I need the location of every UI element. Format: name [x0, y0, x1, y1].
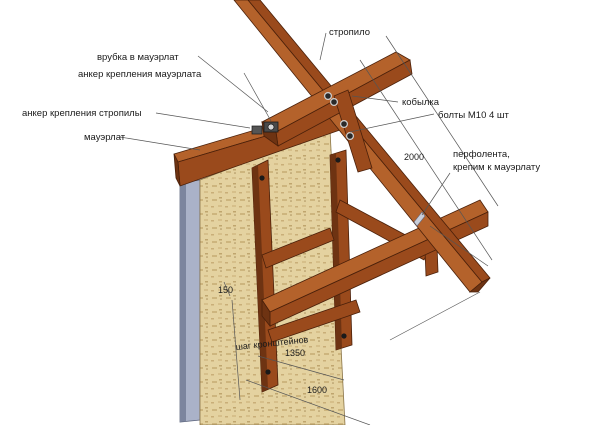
bolt-icon — [324, 91, 333, 100]
label-kobylka: кобылка — [402, 97, 440, 108]
label-notch: врубка в мауэрлат — [97, 52, 179, 63]
label-mauerlat: мауэрлат — [84, 132, 126, 143]
label-perforated-tape-1: перфолента, — [453, 149, 510, 160]
anchor-nut-icon — [267, 123, 275, 131]
wall-steel-shade — [180, 182, 186, 422]
dimension-150: 150 — [218, 285, 233, 295]
dimension-1600: 1600 — [307, 385, 327, 395]
dimension-1350: 1350 — [285, 348, 305, 358]
bolt-icon — [340, 119, 349, 128]
label-rafter: стропило — [329, 27, 370, 38]
perforated-tape-icon — [413, 211, 426, 227]
label-mauerlat-anchor: анкер крепления мауэрлата — [78, 69, 202, 80]
rafter-anchor-icon — [251, 125, 263, 135]
hardware — [251, 91, 426, 375]
dimension-2000: 2000 — [404, 152, 424, 162]
labels: стропило врубка в мауэрлат анкер креплен… — [22, 27, 540, 395]
leader-lines — [119, 32, 499, 425]
bolt-icon — [346, 132, 355, 141]
bolt-icon — [330, 97, 339, 106]
label-bolts: болты М10 4 шт — [438, 110, 510, 121]
label-perforated-tape-2: крепим к мауэрлату — [453, 162, 540, 173]
label-rafter-anchor: анкер крепления стропилы — [22, 108, 142, 119]
bracket-upper-brace — [261, 227, 335, 269]
